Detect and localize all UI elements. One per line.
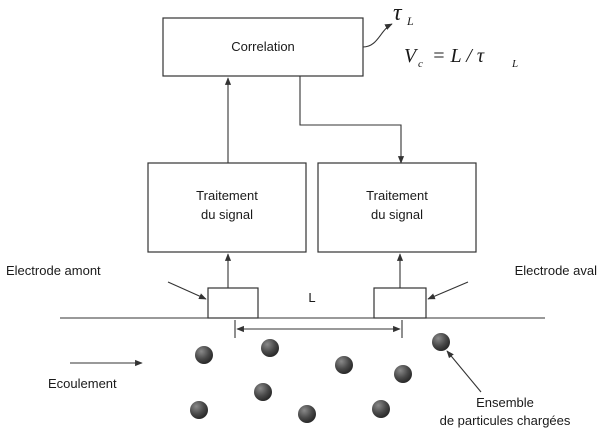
processing-left-line1: Traitement: [196, 188, 258, 203]
electrode-downstream-pointer: [427, 281, 469, 300]
particles-label-line1: Ensemble: [476, 395, 534, 410]
particle: [190, 401, 208, 419]
particle: [298, 405, 316, 423]
vc-rhs: = L / τ: [432, 45, 485, 67]
correlation-block: Correlation: [162, 17, 364, 77]
particles-label-line2: de particules chargées: [440, 413, 571, 428]
particle: [261, 339, 279, 357]
processing-block-right: Traitement du signal: [317, 162, 477, 253]
correlation-label: Correlation: [231, 39, 295, 54]
particles-pointer: [446, 350, 482, 393]
tau-symbol: τ L: [393, 0, 414, 28]
particle: [254, 383, 272, 401]
tau-subscript: L: [406, 14, 414, 28]
output-arrow: [362, 23, 393, 48]
distance-label: L: [308, 290, 315, 305]
flow-label: Ecoulement: [48, 376, 117, 391]
processing-box-left: [147, 162, 307, 253]
particle: [335, 356, 353, 374]
processing-block-left: Traitement du signal: [147, 162, 307, 253]
arrow-right-to-correlation: [299, 76, 405, 164]
electrode-upstream: [207, 287, 259, 319]
tau-text: τ: [393, 0, 403, 26]
processing-right-line2: du signal: [371, 207, 423, 222]
vc-rhs-subscript: L: [511, 58, 518, 70]
particle: [195, 346, 213, 364]
vc-subscript: c: [418, 58, 423, 70]
electrode-upstream-pointer: [167, 281, 207, 300]
velocity-formula: V c = L / τ L: [404, 45, 518, 70]
electrode-upstream-label: Electrode amont: [6, 263, 101, 278]
processing-right-line1: Traitement: [366, 188, 428, 203]
electrode-downstream-label: Electrode aval: [515, 263, 597, 278]
processing-left-line2: du signal: [201, 207, 253, 222]
electrode-downstream: [373, 287, 427, 319]
processing-box-right: [317, 162, 477, 253]
particle: [432, 333, 450, 351]
vc-symbol: V: [404, 45, 419, 67]
charged-particles: [190, 333, 450, 423]
particle: [372, 400, 390, 418]
correlation-box: [162, 17, 364, 77]
particle: [394, 365, 412, 383]
